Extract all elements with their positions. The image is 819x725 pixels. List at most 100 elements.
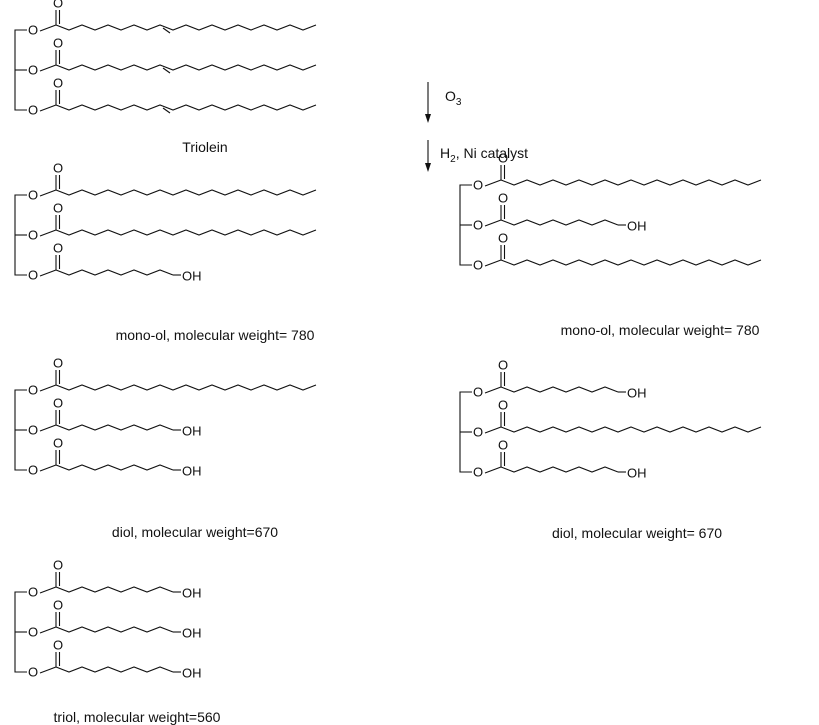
alkyl-chain bbox=[55, 586, 174, 593]
ester-chain-oh9: OO OH bbox=[28, 638, 202, 681]
hydroxyl-group-label: OH bbox=[182, 586, 202, 601]
alkyl-chain bbox=[55, 229, 317, 236]
hydroxyl-group-label: OH bbox=[182, 269, 202, 284]
ester-chain-oh9: OO OH bbox=[28, 396, 202, 439]
ester-oxygen-label: O bbox=[28, 463, 38, 478]
ester-oxygen-label: O bbox=[28, 228, 38, 243]
alkyl-chain bbox=[55, 464, 174, 471]
ester-chain-oleate: OO bbox=[28, 36, 317, 78]
alkyl-chain bbox=[500, 219, 619, 226]
ester-chain-oh9: OO OH bbox=[28, 436, 202, 479]
ester-oxygen-label: O bbox=[473, 385, 483, 400]
carbonyl-oxygen-label: O bbox=[53, 161, 63, 176]
alkyl-chain bbox=[55, 424, 174, 431]
ester-oxygen-label: O bbox=[28, 63, 38, 78]
alkyl-chain bbox=[55, 64, 317, 71]
ester-oxygen-label: O bbox=[473, 178, 483, 193]
ester-chain-stearate: OO bbox=[473, 231, 762, 273]
ester-oxygen-label: O bbox=[28, 625, 38, 640]
ester-chain-stearate: OO bbox=[473, 151, 762, 193]
alkyl-chain bbox=[55, 24, 317, 31]
ester-chain-oleate: OO bbox=[28, 0, 317, 38]
ester-oxygen-label: O bbox=[28, 383, 38, 398]
ester-chain-stearate: OO bbox=[473, 398, 762, 440]
ester-oxygen-label: O bbox=[28, 585, 38, 600]
ester-chain-oh9: OO OH bbox=[473, 438, 647, 481]
ester-chain-stearate: OO bbox=[28, 201, 317, 243]
alkyl-chain bbox=[500, 259, 762, 266]
alkyl-chain bbox=[500, 179, 762, 186]
caption-monool-b: mono-ol, molecular weight= 780 bbox=[561, 322, 760, 338]
ester-chain-oh9: OO OH bbox=[28, 558, 202, 601]
ester-oxygen-label: O bbox=[28, 188, 38, 203]
carbonyl-oxygen-label: O bbox=[53, 396, 63, 411]
alkyl-chain bbox=[55, 104, 317, 111]
alkyl-chain bbox=[55, 666, 174, 673]
carbonyl-oxygen-label: O bbox=[498, 438, 508, 453]
ester-chain-stearate: OO bbox=[28, 161, 317, 203]
hydroxyl-group-label: OH bbox=[182, 626, 202, 641]
ester-chain-oh9: OO OH bbox=[28, 598, 202, 641]
alkyl-chain bbox=[500, 426, 762, 433]
carbonyl-oxygen-label: O bbox=[498, 191, 508, 206]
carbonyl-oxygen-label: O bbox=[498, 358, 508, 373]
ester-oxygen-label: O bbox=[28, 268, 38, 283]
carbonyl-oxygen-label: O bbox=[53, 36, 63, 51]
carbonyl-oxygen-label: O bbox=[53, 201, 63, 216]
alkyl-chain bbox=[55, 626, 174, 633]
ester-chain-oleate: OO bbox=[28, 76, 317, 118]
arrow-ozonolysis bbox=[425, 82, 431, 123]
carbonyl-oxygen-label: O bbox=[53, 638, 63, 653]
ester-oxygen-label: O bbox=[28, 23, 38, 38]
caption-monool-a: mono-ol, molecular weight= 780 bbox=[116, 327, 315, 343]
ester-chain-oh9: OO OH bbox=[28, 241, 202, 284]
alkyl-chain bbox=[500, 386, 619, 393]
ester-oxygen-label: O bbox=[473, 425, 483, 440]
hydroxyl-group-label: OH bbox=[627, 386, 647, 401]
carbonyl-oxygen-label: O bbox=[53, 241, 63, 256]
caption-diol-b: diol, molecular weight= 670 bbox=[552, 525, 722, 541]
carbonyl-oxygen-label: O bbox=[53, 356, 63, 371]
ester-oxygen-label: O bbox=[473, 218, 483, 233]
ester-oxygen-label: O bbox=[28, 103, 38, 118]
ester-chain-oh9: OO OH bbox=[473, 191, 647, 234]
carbonyl-oxygen-label: O bbox=[498, 151, 508, 166]
cis-double-bond bbox=[162, 107, 171, 114]
carbonyl-oxygen-label: O bbox=[498, 231, 508, 246]
reagent-hydrogen-nickel: H2, Ni catalyst bbox=[440, 145, 528, 165]
hydroxyl-group-label: OH bbox=[182, 666, 202, 681]
carbonyl-oxygen-label: O bbox=[53, 558, 63, 573]
caption-triol: triol, molecular weight=560 bbox=[54, 709, 221, 725]
alkyl-chain bbox=[55, 189, 317, 196]
ester-oxygen-label: O bbox=[473, 465, 483, 480]
caption-diol-a: diol, molecular weight=670 bbox=[112, 524, 278, 540]
cis-double-bond bbox=[162, 27, 171, 34]
carbonyl-oxygen-label: O bbox=[53, 436, 63, 451]
caption-triolein: Triolein bbox=[182, 139, 227, 155]
alkyl-chain bbox=[55, 269, 174, 276]
ester-oxygen-label: O bbox=[28, 665, 38, 680]
hydroxyl-group-label: OH bbox=[627, 466, 647, 481]
alkyl-chain bbox=[500, 466, 619, 473]
alkyl-chain bbox=[55, 384, 317, 391]
carbonyl-oxygen-label: O bbox=[498, 398, 508, 413]
cis-double-bond bbox=[162, 67, 171, 74]
ester-chain-stearate: OO bbox=[28, 356, 317, 398]
carbonyl-oxygen-label: O bbox=[53, 0, 63, 11]
hydroxyl-group-label: OH bbox=[182, 424, 202, 439]
carbonyl-oxygen-label: O bbox=[53, 76, 63, 91]
ester-chain-oh9: OO OH bbox=[473, 358, 647, 401]
arrow-hydrogenation bbox=[425, 140, 431, 172]
ester-oxygen-label: O bbox=[473, 258, 483, 273]
hydroxyl-group-label: OH bbox=[182, 464, 202, 479]
carbonyl-oxygen-label: O bbox=[53, 598, 63, 613]
reagent-ozone: O3 bbox=[445, 88, 462, 108]
ester-oxygen-label: O bbox=[28, 423, 38, 438]
hydroxyl-group-label: OH bbox=[627, 219, 647, 234]
